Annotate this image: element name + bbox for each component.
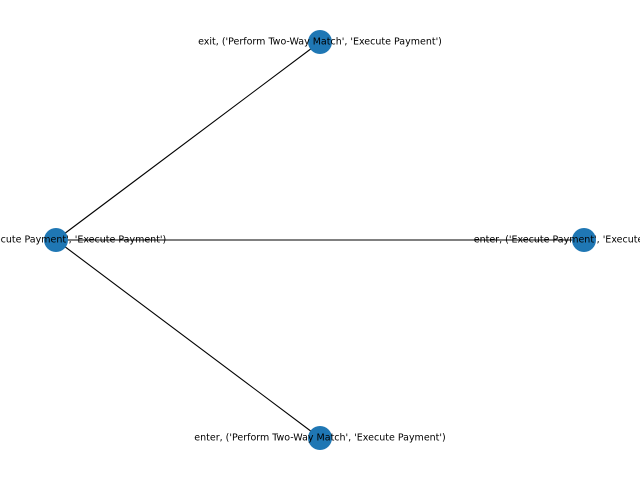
edge-top-to-left bbox=[55, 41, 321, 241]
node-top[interactable] bbox=[308, 30, 332, 54]
node-left[interactable] bbox=[44, 228, 68, 252]
labels-layer: exit, ('Perform Two-Way Match', 'Execute… bbox=[0, 37, 640, 444]
edges-layer bbox=[55, 41, 584, 439]
node-label-bottom: enter, ('Perform Two-Way Match', 'Execut… bbox=[194, 433, 445, 444]
edge-bottom-to-left bbox=[55, 239, 321, 439]
nodes-layer bbox=[44, 30, 596, 450]
node-label-top: exit, ('Perform Two-Way Match', 'Execute… bbox=[198, 37, 442, 48]
node-bottom[interactable] bbox=[308, 426, 332, 450]
node-label-left: enter, ('Execute Payment', 'Execute Paym… bbox=[0, 235, 166, 246]
node-right[interactable] bbox=[572, 228, 596, 252]
node-label-right: enter, ('Execute Payment', 'Execute Paym… bbox=[474, 235, 640, 246]
